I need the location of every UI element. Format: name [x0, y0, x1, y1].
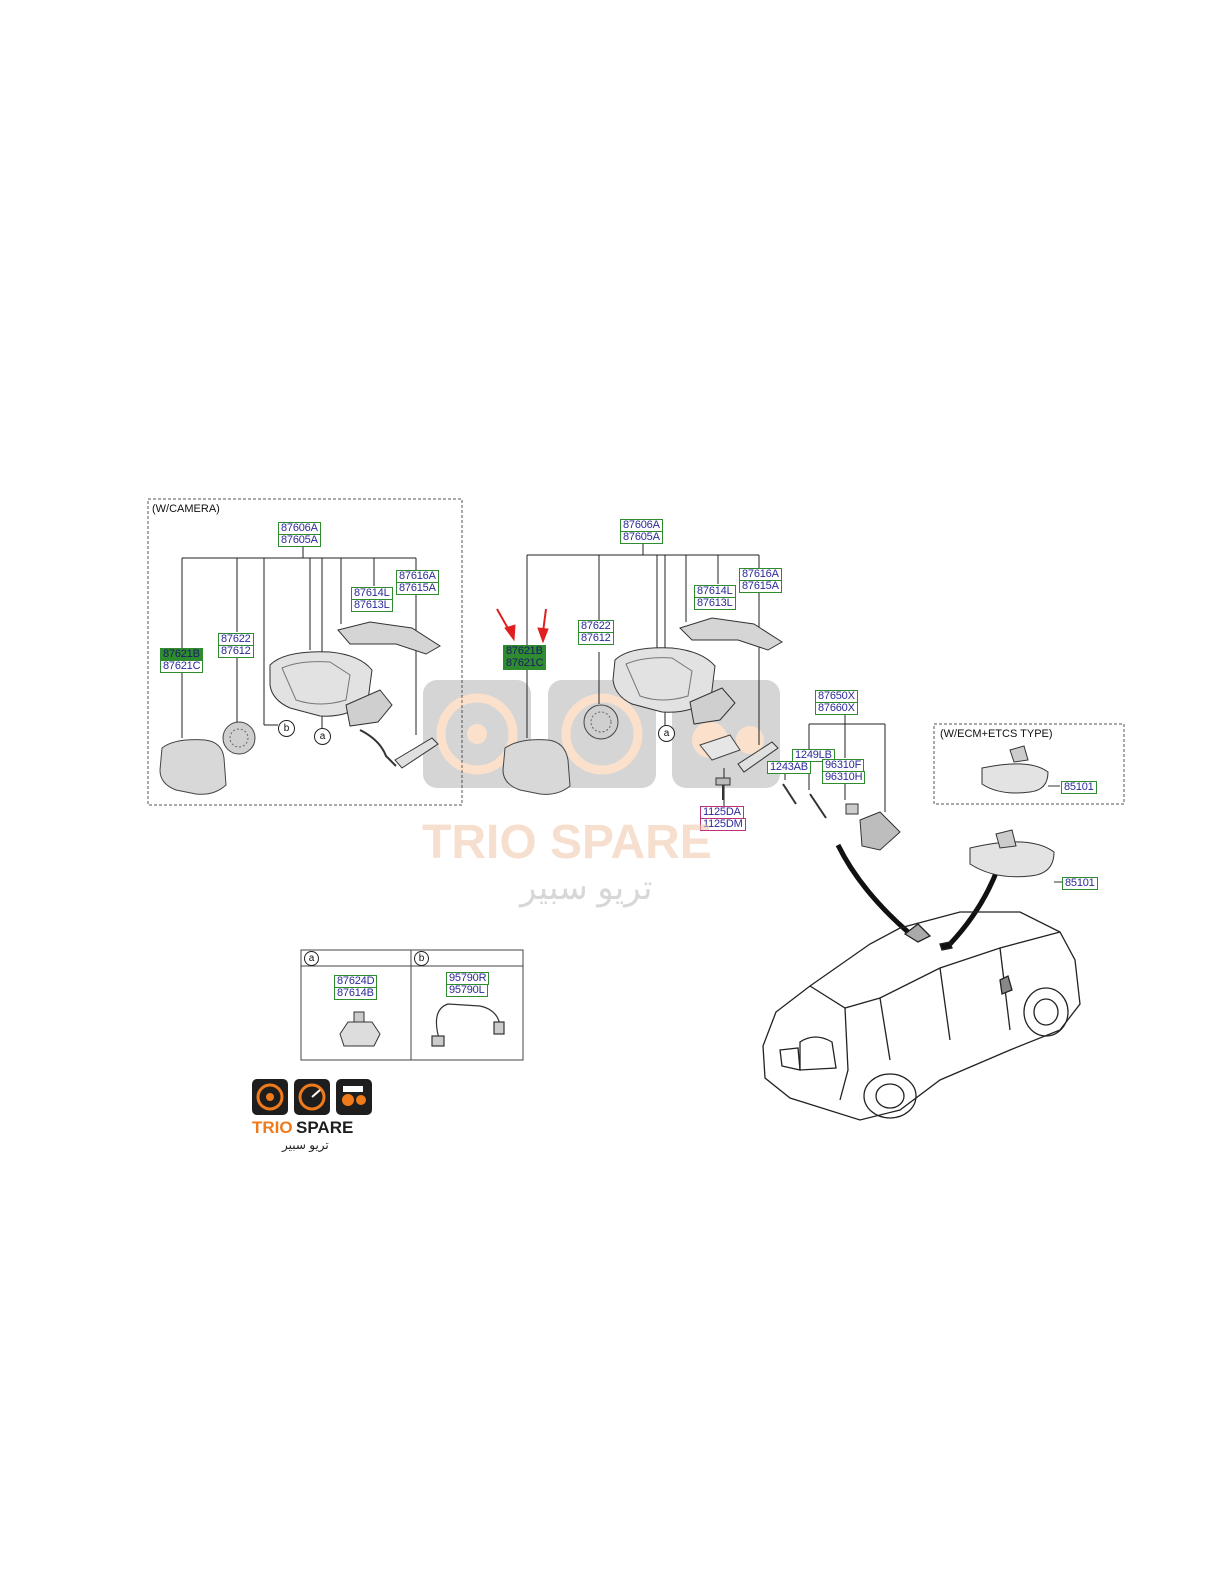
- center-mirror-glass: [502, 739, 571, 795]
- center-side-lamp: [699, 734, 779, 773]
- part-label-actuator-a[interactable]: 87622: [218, 633, 254, 646]
- left-side-lamp: [394, 737, 439, 769]
- part-label-rear-mirror[interactable]: 85101: [1062, 877, 1098, 890]
- left-mirror-housing: [269, 651, 397, 767]
- callout-a-left: a: [314, 728, 331, 745]
- left-group-leaders: [181, 545, 417, 738]
- legend-key-a: a: [304, 951, 319, 966]
- part-label-mirror-assembly-rh[interactable]: 87605A: [278, 534, 321, 547]
- rear-mirror: [969, 829, 1062, 883]
- part-label-center-glass-rh[interactable]: 87621C: [503, 657, 547, 670]
- part-label-actuator-b[interactable]: 87612: [218, 645, 254, 658]
- legend-table: [300, 949, 524, 1061]
- logo-icons: [252, 1079, 372, 1115]
- part-label-legend-b-2[interactable]: 95790L: [446, 984, 488, 997]
- ecm-caption: (W/ECM+ETCS TYPE): [940, 728, 1053, 740]
- part-label-antenna-assembly-b[interactable]: 87660X: [815, 702, 858, 715]
- part-label-glass-rh[interactable]: 87621C: [160, 660, 204, 673]
- ecm-variant-box: [933, 723, 1125, 805]
- legend-b-part: [431, 1003, 505, 1047]
- logo-brand-trio: TRIO: [252, 1118, 293, 1137]
- camera-variant-box: [147, 498, 463, 806]
- callout-b-left: b: [278, 720, 295, 737]
- left-actuator: [222, 721, 256, 755]
- logo-brand-spare: SPARE: [296, 1118, 354, 1137]
- red-arrows: [496, 608, 549, 644]
- part-label-center-cover-b[interactable]: 87613L: [694, 597, 736, 610]
- watermark-arabic: تريو سبير: [520, 869, 653, 907]
- part-label-screw-b[interactable]: 1125DM: [700, 818, 746, 831]
- part-label-legend-a-2[interactable]: 87614B: [334, 987, 377, 1000]
- center-actuator: [583, 704, 619, 740]
- logo-arabic: تريو سبير: [282, 1138, 329, 1152]
- antenna-bolts: [782, 783, 827, 819]
- part-label-cover-b[interactable]: 87613L: [351, 599, 393, 612]
- part-label-center-lamp-b[interactable]: 87615A: [739, 580, 782, 593]
- legend-a-part: [339, 1011, 381, 1047]
- part-label-center-lamp-a[interactable]: 87616A: [739, 568, 782, 581]
- vehicle-outline: [762, 911, 1081, 1121]
- ecm-rear-mirror: [981, 745, 1060, 794]
- center-screw: [715, 777, 731, 800]
- part-label-center-mirror-assembly-rh[interactable]: 87605A: [620, 531, 663, 544]
- watermark-brand: TRIO SPARE: [422, 816, 712, 869]
- left-cover: [337, 621, 441, 655]
- legend-key-b: b: [414, 951, 429, 966]
- part-label-antenna-b[interactable]: 96310H: [822, 771, 866, 784]
- part-label-bolt-b[interactable]: 1243AB: [767, 761, 811, 774]
- part-label-center-actuator-b[interactable]: 87612: [578, 632, 614, 645]
- camera-caption: (W/CAMERA): [152, 503, 220, 515]
- part-label-lamp-b[interactable]: 87615A: [396, 582, 439, 595]
- center-cover: [679, 617, 783, 651]
- part-label-ecm-rear-mirror[interactable]: 85101: [1061, 781, 1097, 794]
- callout-a-center: a: [658, 725, 675, 742]
- center-mirror-housing: [612, 647, 736, 725]
- antenna-group-leaders: [784, 713, 886, 812]
- part-label-bolt-a[interactable]: 1249LB: [792, 749, 835, 762]
- left-mirror-glass: [159, 739, 227, 795]
- mirror-pointer-curve: [948, 867, 1001, 946]
- antenna-pointer-curve: [835, 843, 910, 934]
- antenna-body: [845, 803, 901, 851]
- part-label-center-cover-a[interactable]: 87614L: [694, 585, 736, 598]
